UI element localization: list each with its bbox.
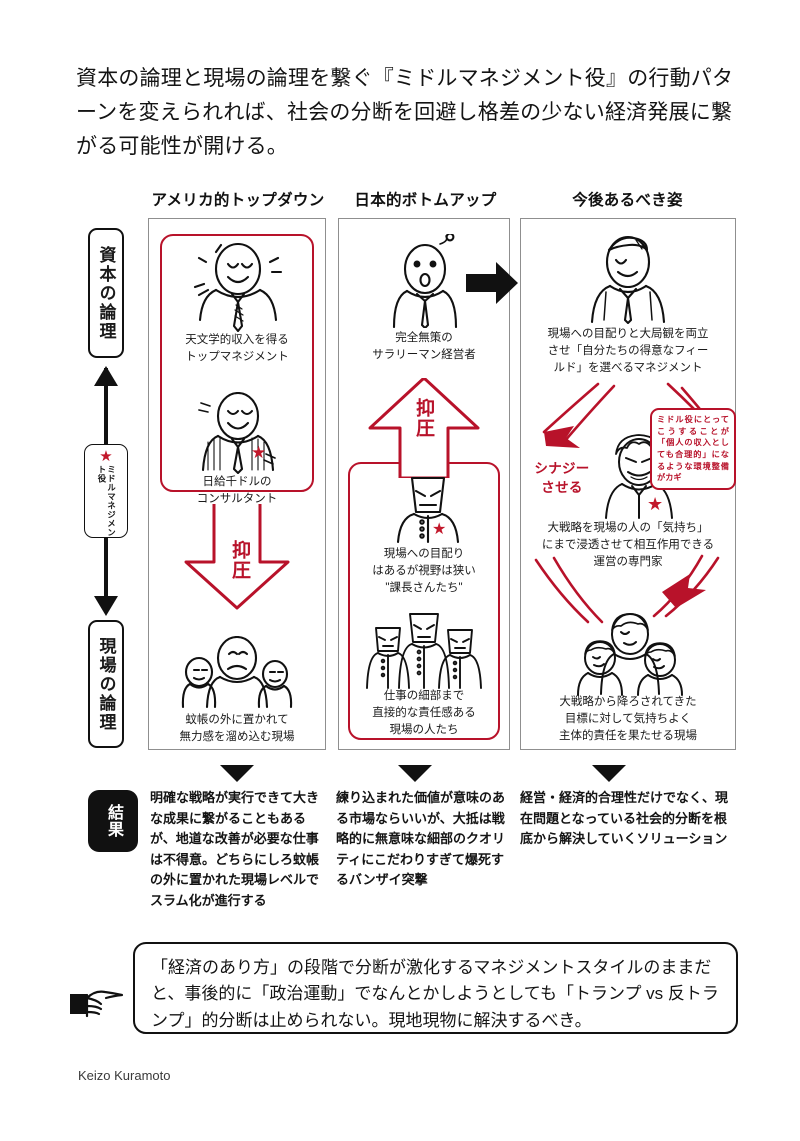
star-icon: ★ bbox=[647, 494, 663, 514]
axis-middle-text: ミドルマネジメント役 bbox=[97, 465, 117, 537]
caption-field-team-future: 大戦略から降ろされてきた目標に対して気持ちよく主体的責任を果たせる現場 bbox=[559, 696, 697, 743]
caption-operations-specialist: 大戦略を現場の人の「気持ち」にまで浸透させて相互作用できる運営の専門家 bbox=[541, 522, 715, 569]
axis-label-capital-logic: 資本の論理 bbox=[88, 228, 124, 358]
axis-label-field-logic: 現場の論理 bbox=[88, 620, 124, 748]
suppression-label-bottomup: 抑圧 bbox=[412, 398, 434, 438]
column-header-topdown: アメリカ的トップダウン bbox=[151, 192, 325, 209]
result-badge: 結果 bbox=[88, 790, 138, 852]
author-credit: Keizo Kuramoto bbox=[78, 1068, 171, 1083]
result-badge-label: 結果 bbox=[104, 804, 122, 838]
star-icon: ★ bbox=[251, 443, 266, 462]
caption-ideal-manager: 現場への目配りと大局観を両立させ「自分たちの得意なフィールド」を選べるマネジメン… bbox=[547, 328, 709, 375]
star-icon: ★ bbox=[432, 521, 446, 538]
synergy-label: シナジーさせる bbox=[534, 461, 590, 495]
caption-field-workers-topdown: 蚊帳の外に置かれて無力感を溜め込む現場 bbox=[179, 714, 295, 744]
conclusion-box: 「経済のあり方」の段階で分断が激化するマネジメントスタイルのままだと、事後的に「… bbox=[133, 942, 738, 1034]
figure-section-chief: ★ bbox=[396, 476, 460, 544]
caption-consultant: 日給千ドルのコンサルタント bbox=[196, 476, 278, 506]
column-header-future: 今後あるべき姿 bbox=[572, 192, 683, 209]
right-arrow-icon bbox=[466, 262, 518, 304]
axis-label-middle-management: ★ ミドルマネジメント役 bbox=[84, 444, 128, 538]
column-header-bottomup: 日本的ボトムアップ bbox=[354, 192, 497, 209]
figure-field-workers-topdown bbox=[181, 636, 293, 709]
axis-arrow-down-icon bbox=[94, 596, 118, 616]
down-arrow-icon-topdown bbox=[220, 765, 254, 782]
result-text-future: 経営・経済的合理性だけでなく、現在問題となっている社会的分断を根底から解決してい… bbox=[520, 790, 729, 847]
suppression-arrow-up-bottomup bbox=[368, 378, 480, 478]
figure-consultant: ★ bbox=[198, 392, 276, 474]
page-headline: 資本の論理と現場の論理を繋ぐ『ミドルマネジメント役』の行動パターンを変えられれば… bbox=[76, 67, 734, 159]
axis-bottom-text: 現場の論理 bbox=[96, 636, 116, 732]
result-text-topdown: 明確な戦略が実行できて大きな成果に繋がることもあるが、地道な改善が必要な仕事は不… bbox=[150, 790, 320, 908]
down-arrow-icon-bottomup bbox=[398, 765, 432, 782]
figure-salaryman-executive bbox=[392, 234, 458, 328]
figure-field-workers-bottomup bbox=[366, 613, 482, 689]
figure-field-team-future bbox=[577, 613, 683, 696]
star-icon: ★ bbox=[99, 448, 113, 465]
caption-salaryman-executive: 完全無策のサラリーマン経営者 bbox=[372, 332, 476, 362]
down-arrow-icon-future bbox=[592, 765, 626, 782]
suppression-label-topdown: 抑圧 bbox=[228, 540, 250, 580]
caption-top-management: 天文学的収入を得るトップマネジメント bbox=[185, 334, 289, 364]
figure-top-management bbox=[193, 242, 283, 332]
caption-field-workers-bottomup: 仕事の細部まで直接的な責任感ある現場の人たち bbox=[372, 690, 476, 737]
axis-top-text: 資本の論理 bbox=[96, 245, 116, 341]
caption-section-chief: 現場への目配りはあるが視野は狭い"課長さんたち" bbox=[372, 548, 476, 595]
synergy-arrows-lower bbox=[534, 554, 720, 624]
callout-box-incentive: ミドル役にとってこうすることが「個人の収入としても合理的」になるような環境整備が… bbox=[650, 408, 736, 490]
pointing-hand-icon bbox=[70, 990, 124, 1018]
figure-ideal-manager bbox=[590, 235, 666, 324]
suppression-arrow-down-topdown bbox=[184, 504, 290, 610]
result-text-bottomup: 練り込まれた価値が意味のある市場ならいいが、大抵は戦略的に無意味な細部のクオリテ… bbox=[336, 790, 506, 888]
